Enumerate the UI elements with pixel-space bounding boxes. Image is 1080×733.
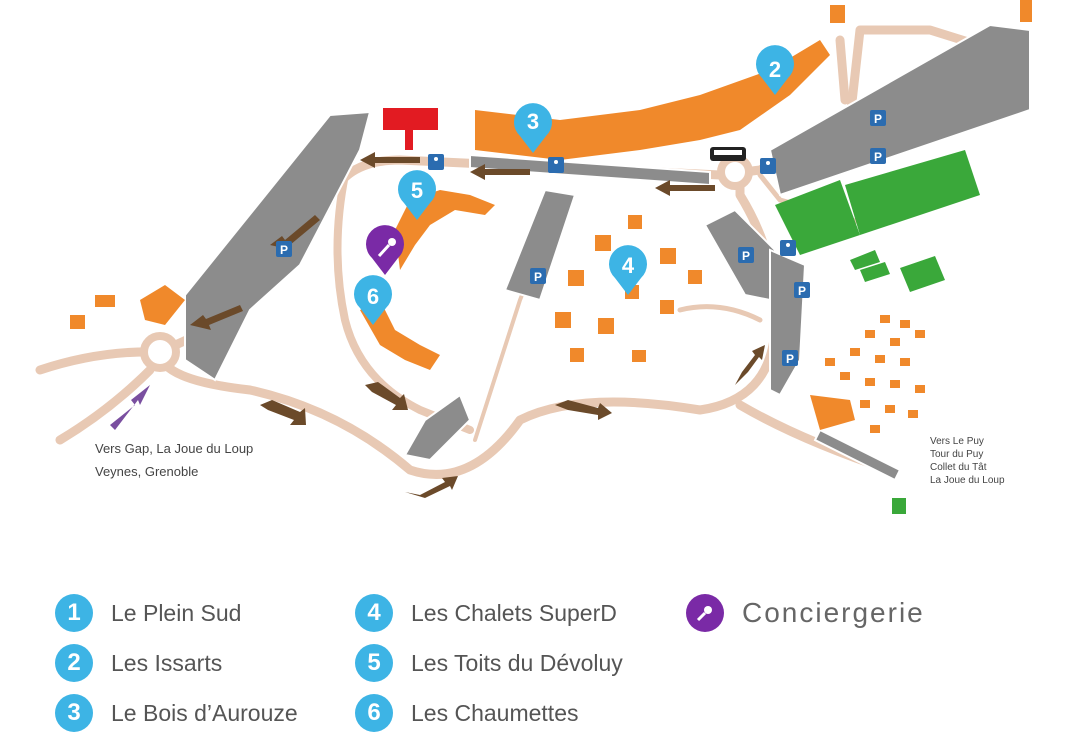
legend-badge: 4 xyxy=(355,594,393,632)
two-way-arrow xyxy=(365,382,408,410)
green-areas xyxy=(775,150,980,514)
parking-letter: P xyxy=(534,270,542,284)
location-pin-icon xyxy=(756,45,795,95)
legend-label: Le Bois d’Aurouze xyxy=(111,699,298,726)
legend-label: Les Issarts xyxy=(111,649,223,676)
parking-letter: P xyxy=(798,284,806,298)
two-way-arrow xyxy=(555,400,612,420)
key-icon xyxy=(686,594,724,632)
exit-arrow-west xyxy=(110,385,150,430)
marker-2[interactable]: 2 xyxy=(756,45,795,95)
legend-item-3: 3 Le Bois d’Aurouze xyxy=(55,693,298,733)
two-way-arrow xyxy=(260,400,306,425)
legend-badge: 6 xyxy=(355,694,393,732)
legend-item-5: 5 Les Toits du Dévoluy xyxy=(355,643,623,683)
parking-letter: P xyxy=(786,352,794,366)
legend-badge: 5 xyxy=(355,644,393,682)
location-pin-icon xyxy=(354,275,393,325)
one-way-arrow xyxy=(655,180,715,196)
bus-stop-icon xyxy=(710,147,746,161)
marker-number: 4 xyxy=(622,253,635,278)
legend-item-4: 4 Les Chalets SuperD xyxy=(355,593,617,633)
wheelchair-icon xyxy=(548,157,564,173)
one-way-arrow xyxy=(470,164,530,180)
legend-item-1: 1 Le Plein Sud xyxy=(55,593,241,633)
parking-icon xyxy=(738,247,754,263)
svg-text:Vers Le Puy: Vers Le Puy xyxy=(930,436,984,447)
wheelchair-icon xyxy=(780,240,796,256)
marker-number: 2 xyxy=(769,57,781,82)
svg-text:La Joue du Loup: La Joue du Loup xyxy=(930,475,1005,486)
roundabout-west xyxy=(140,332,180,372)
legend-badge: 1 xyxy=(55,594,93,632)
location-pin-icon xyxy=(397,170,436,220)
parking-icon xyxy=(794,282,810,298)
location-pin-icon xyxy=(514,103,552,153)
marker-conciergerie[interactable] xyxy=(366,225,404,275)
town-hall-building xyxy=(383,108,438,150)
marker-number: 3 xyxy=(527,109,539,134)
legend-label: Le Plein Sud xyxy=(111,599,242,626)
parking-icon xyxy=(276,241,292,257)
legend-label: Conciergerie xyxy=(742,597,925,628)
wheelchair-icon xyxy=(760,158,776,174)
legend-badge: 2 xyxy=(55,644,93,682)
parking-letter: P xyxy=(742,249,750,263)
legend-label: Les Toits du Dévoluy xyxy=(411,649,623,676)
marker-5[interactable]: 5 xyxy=(397,170,436,220)
parking-icon xyxy=(870,148,886,164)
key-icon xyxy=(388,238,396,246)
legend-item-2: 2 Les Issarts xyxy=(55,643,222,683)
roundabout-center xyxy=(717,154,753,190)
marker-3[interactable]: 3 xyxy=(514,103,552,153)
wheelchair-icon xyxy=(428,154,444,170)
marker-6[interactable]: 6 xyxy=(354,275,393,325)
one-way-arrow xyxy=(190,305,243,330)
parking-signs: P P P P P P P xyxy=(276,110,886,366)
legend-badge: 3 xyxy=(55,694,93,732)
legend-label: Les Chalets SuperD xyxy=(411,599,617,626)
marker-number: 5 xyxy=(411,178,423,203)
svg-text:Tour du Puy: Tour du Puy xyxy=(930,449,983,460)
legend-item-6: 6 Les Chaumettes xyxy=(355,693,578,733)
chalets xyxy=(555,215,925,433)
marker-number: 6 xyxy=(367,284,379,309)
resort-map: P P P P P P P 2 3 4 xyxy=(35,0,1032,514)
legend-label: Les Chaumettes xyxy=(411,699,579,726)
parking-icon xyxy=(782,350,798,366)
parking-icon xyxy=(530,268,546,284)
parking-letter: P xyxy=(280,243,288,257)
legend-item-conciergerie: Conciergerie xyxy=(686,593,925,633)
direction-west: Vers Gap, La Joue du Loup Veynes, Grenob… xyxy=(95,441,253,479)
svg-text:Veynes, Grenoble: Veynes, Grenoble xyxy=(95,464,198,479)
svg-text:Collet du Tât: Collet du Tât xyxy=(930,462,987,473)
two-way-arrow xyxy=(405,476,458,498)
parking-letter: P xyxy=(874,112,882,126)
map-legend: 1 Le Plein Sud 2 Les Issarts 3 Le Bois d… xyxy=(0,575,1080,732)
parking-icon xyxy=(870,110,886,126)
parking-letter: P xyxy=(874,150,882,164)
location-pin-icon xyxy=(609,245,647,295)
direction-east: Vers Le Puy Tour du Puy Collet du Tât La… xyxy=(930,436,1005,486)
one-way-arrow xyxy=(360,152,420,168)
marker-4[interactable]: 4 xyxy=(609,245,647,295)
two-way-arrow xyxy=(735,345,765,385)
svg-text:Vers Gap, La Joue du Loup: Vers Gap, La Joue du Loup xyxy=(95,441,253,456)
